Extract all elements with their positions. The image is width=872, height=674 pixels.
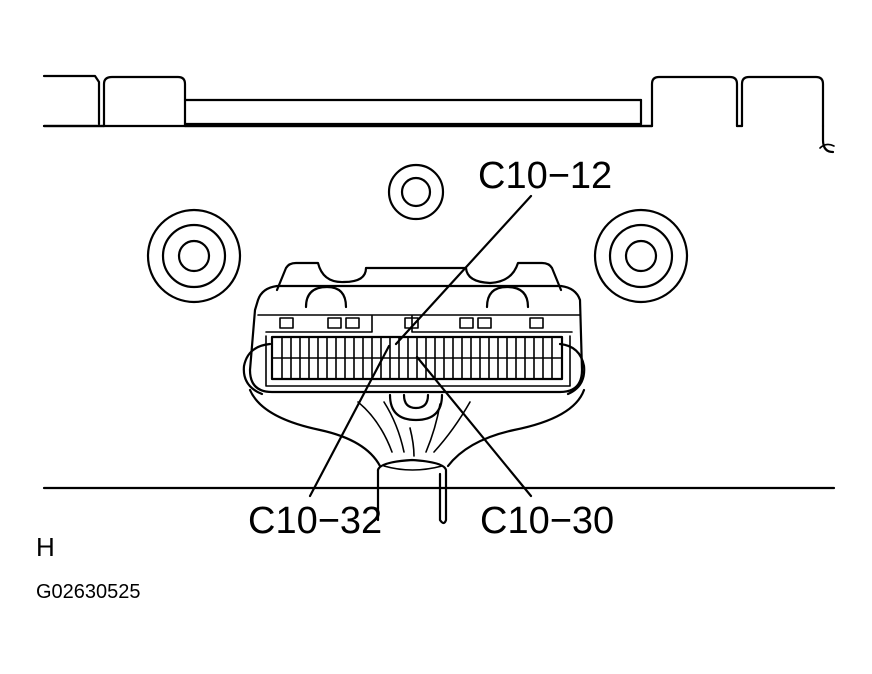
leader-lines: [308, 194, 533, 498]
mounting-boss-top: [387, 163, 445, 221]
callout-c10-12: C10−12: [478, 155, 612, 197]
connector-body: [242, 261, 586, 396]
callout-c10-32: C10−32: [248, 500, 382, 542]
wire-harness: [248, 388, 586, 525]
mounting-boss-left: [146, 208, 242, 304]
mounting-boss-bottom: [388, 393, 444, 422]
mounting-boss-right: [593, 208, 689, 304]
callout-c10-30: C10−30: [480, 500, 614, 542]
figure-id: G02630525: [36, 581, 141, 603]
housing-top-edge: [42, 74, 835, 154]
view-letter: H: [36, 532, 55, 562]
